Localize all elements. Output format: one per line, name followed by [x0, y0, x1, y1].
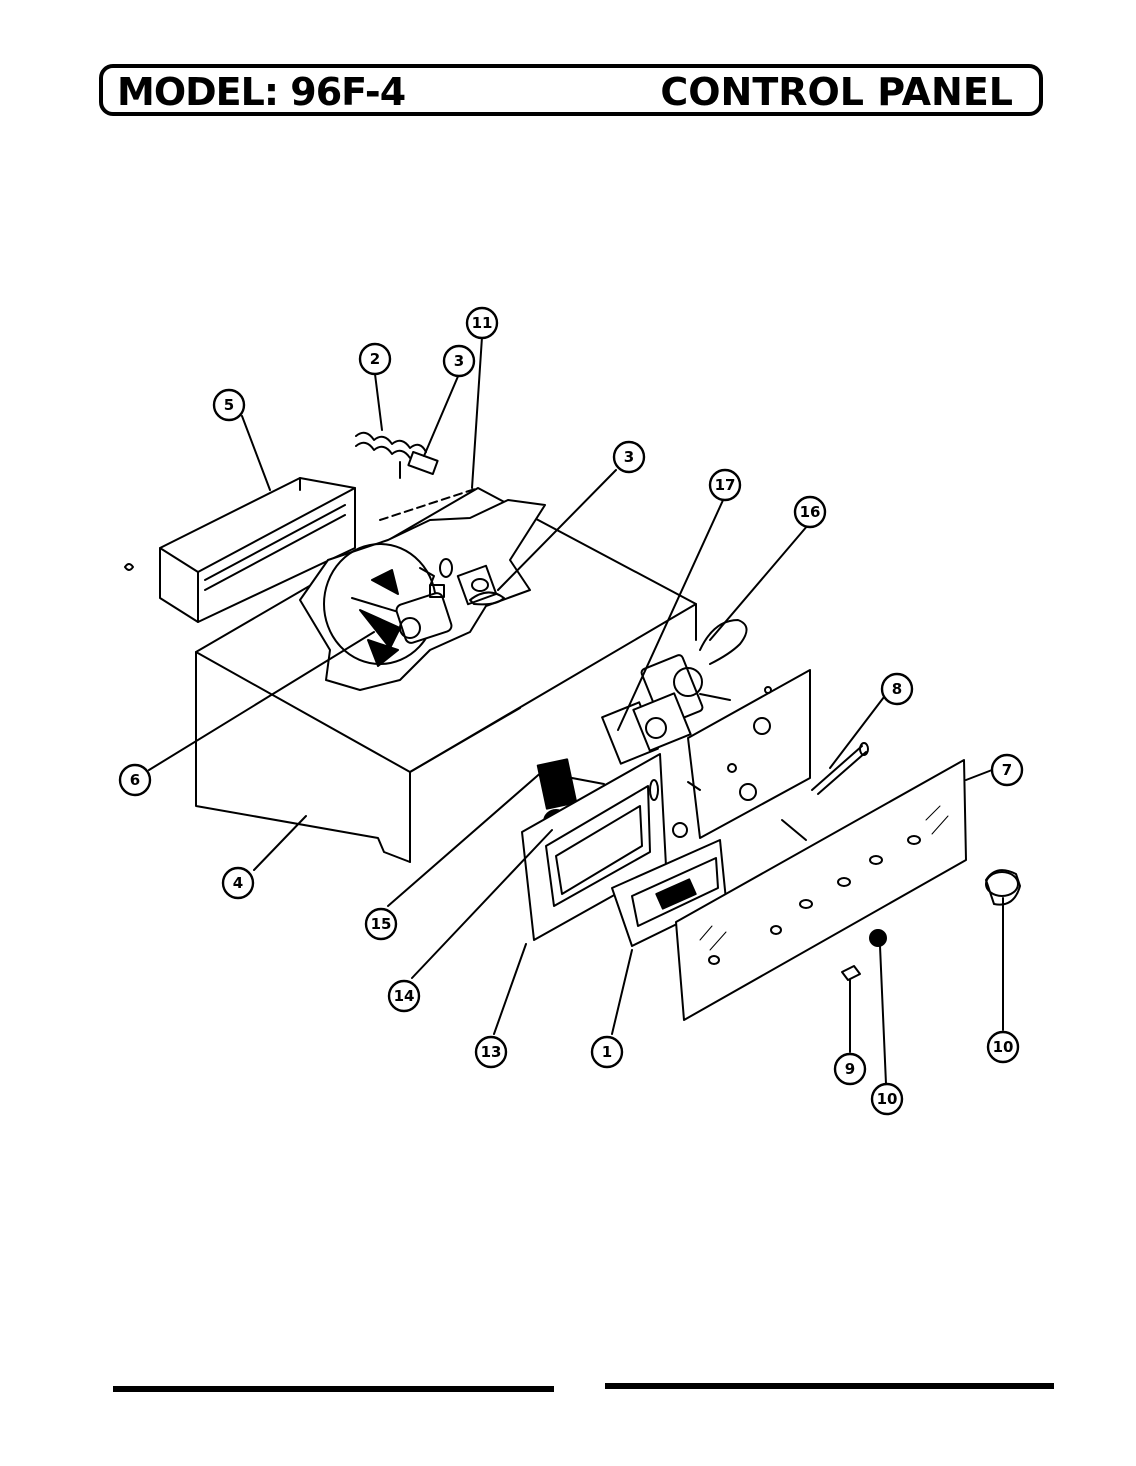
- footer-rule-right: [605, 1383, 1054, 1389]
- callout-10-label: 10: [993, 1038, 1014, 1056]
- knob-part: [985, 869, 1021, 906]
- callout-3-lower-label: 3: [624, 448, 634, 466]
- callout-4: [221, 866, 255, 900]
- leader-lines: [148, 336, 1004, 1085]
- callout-16: [793, 495, 827, 529]
- gasket-part: [439, 558, 505, 606]
- callout-3-upper: [442, 344, 476, 378]
- callout-2: [358, 342, 392, 376]
- thermostat-part: [601, 692, 692, 765]
- callout-15: [364, 907, 398, 941]
- callout-7: [990, 753, 1024, 787]
- callout-8-label: 8: [892, 680, 902, 698]
- sensor-spring-part: [355, 431, 439, 479]
- callout-13-label: 13: [481, 1043, 502, 1061]
- footer-rule-left: [113, 1386, 554, 1392]
- callout-2-label: 2: [370, 350, 380, 368]
- callout-13: [474, 1035, 508, 1069]
- callout-9: [833, 1052, 867, 1086]
- callout-15-label: 15: [371, 915, 392, 933]
- callout-12: [465, 306, 499, 340]
- callout-6-label: 6: [130, 771, 140, 789]
- window-frame-part: [521, 753, 688, 941]
- rod-part: [811, 742, 869, 795]
- callout-14-label: 14: [394, 987, 415, 1005]
- vent-trim-part: [124, 477, 356, 623]
- panel-back-plate: [687, 669, 811, 841]
- callout-1: [590, 1035, 624, 1069]
- callout-14: [387, 979, 421, 1013]
- button-part: [869, 929, 887, 947]
- callout-11: [870, 1082, 904, 1116]
- callout-5: [212, 388, 246, 422]
- timer-part: [536, 758, 605, 810]
- callout-6: [118, 763, 152, 797]
- callout-9-label: 9: [845, 1060, 855, 1078]
- callout-17: [708, 468, 742, 502]
- callout-10: [986, 1030, 1020, 1064]
- callout-7-label: 7: [1002, 761, 1012, 779]
- callout-12-label: 11: [472, 314, 493, 332]
- callout-8: [880, 672, 914, 706]
- model-label: MODEL: 96F-4: [117, 70, 406, 114]
- callout-3-upper-label: 3: [454, 352, 464, 370]
- callout-1-label: 1: [602, 1043, 612, 1061]
- fan-part: [323, 543, 437, 667]
- clip-part: [841, 965, 861, 981]
- part-callouts: 11 2 3 5 3 17 16 8 7 6 4 15 14 10 13 1 9…: [118, 306, 1024, 1116]
- section-title: CONTROL PANEL: [660, 70, 1013, 114]
- callout-5-label: 5: [224, 396, 234, 414]
- callout-3-lower: [612, 440, 646, 474]
- callout-4-label: 4: [233, 874, 243, 892]
- callout-11-label: 10: [877, 1090, 898, 1108]
- fan-bracket: [299, 499, 546, 691]
- callout-17-label: 17: [715, 476, 736, 494]
- control-board-part: [611, 839, 727, 947]
- title-bar: MODEL: 96F-4 CONTROL PANEL: [99, 64, 1043, 116]
- fan-motor-part: [395, 567, 453, 644]
- callout-16-label: 16: [800, 503, 821, 521]
- panel-glass-part: [675, 759, 967, 1021]
